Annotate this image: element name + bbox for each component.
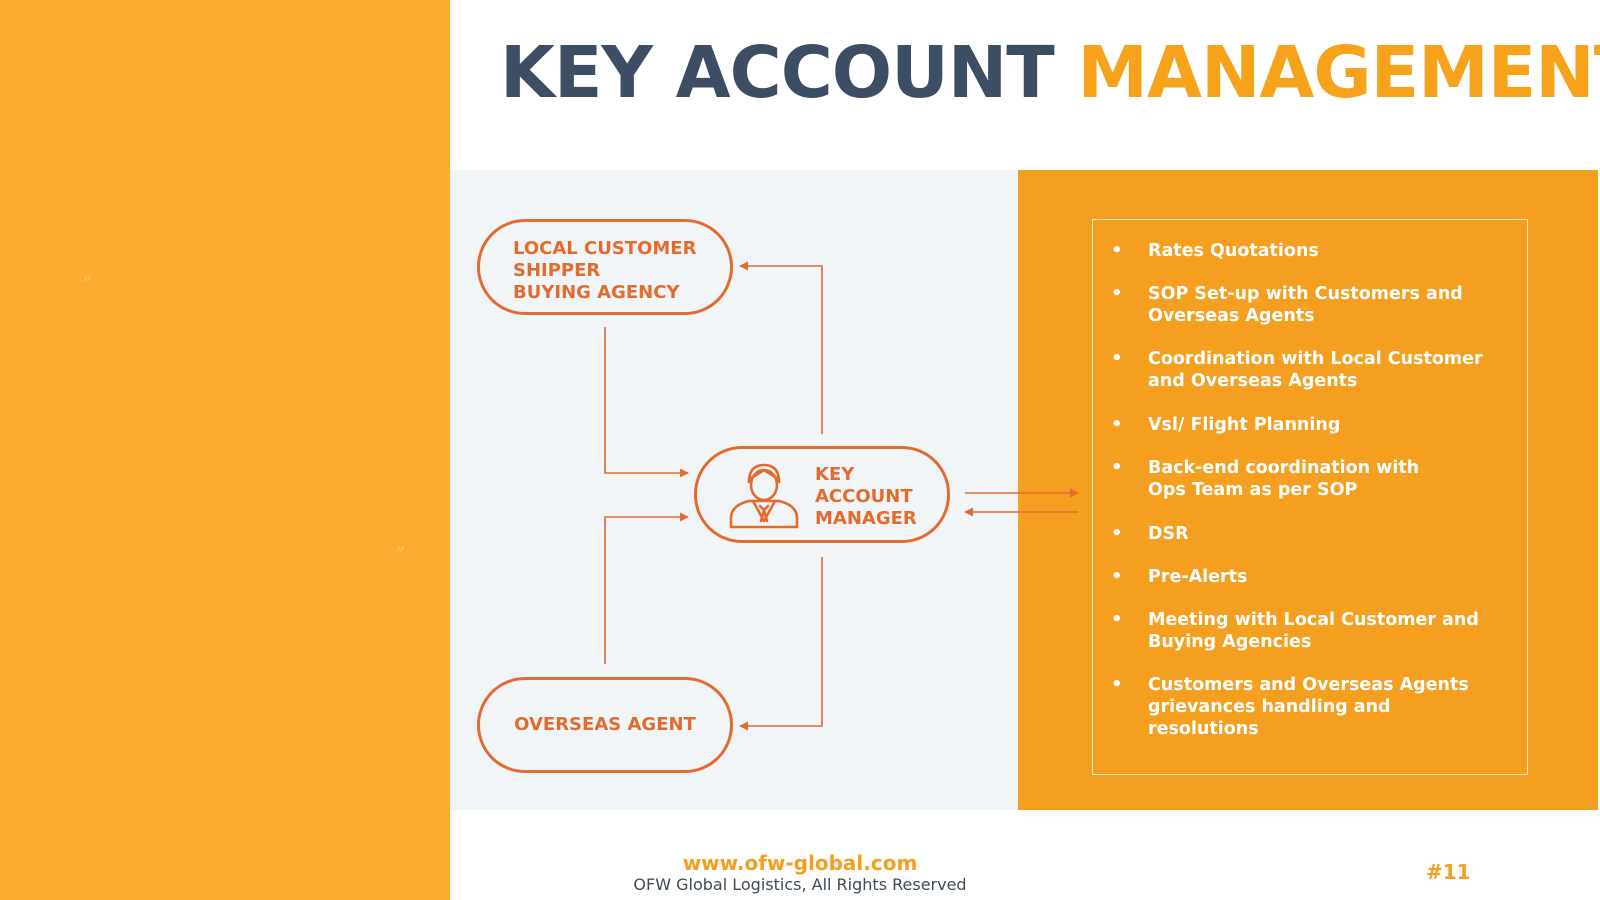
duty-coordination: Coordination with Local Customer and Ove… [1111, 348, 1518, 392]
kam-label-line-2: ACCOUNT [815, 486, 913, 507]
local-customer-line-3: BUYING AGENCY [513, 282, 680, 303]
kam-label-line-3: MANAGER [815, 508, 917, 529]
duty-sop-setup: SOP Set-up with Customers and Overseas A… [1111, 283, 1518, 327]
manager-person-icon [729, 463, 799, 529]
duty-pre-alerts: Pre-Alerts [1111, 566, 1518, 588]
duty-rates-quotations: Rates Quotations [1111, 240, 1518, 262]
kam-label-line-1: KEY [815, 464, 855, 485]
duty-meeting: Meeting with Local Customer and Buying A… [1111, 609, 1518, 653]
footer-copyright: OFW Global Logistics, All Rights Reserve… [633, 875, 967, 894]
title-part-key-account: KEY ACCOUNT [500, 31, 1055, 114]
page-number: #11 [1426, 860, 1471, 884]
duty-grievances: Customers and Overseas Agents grievances… [1111, 674, 1518, 740]
local-customer-node: LOCAL CUSTOMER SHIPPER BUYING AGENCY [477, 219, 733, 315]
duty-backend-coordination: Back-end coordination with Ops Team as p… [1111, 457, 1518, 501]
page-title: KEY ACCOUNT MANAGEMENT [500, 28, 1600, 118]
open-quote-mark: ” [82, 272, 93, 296]
title-part-management: MANAGEMENT [1077, 31, 1600, 114]
duty-dsr: DSR [1111, 523, 1518, 545]
kam-responsibilities-box: Rates Quotations SOP Set-up with Custome… [1092, 219, 1528, 775]
close-quote-mark: ” [395, 542, 406, 566]
overseas-agent-label: OVERSEAS AGENT [514, 714, 696, 735]
footer-website-link[interactable]: www.ofw-global.com [682, 851, 918, 875]
local-customer-line-1: LOCAL CUSTOMER [513, 238, 697, 259]
key-account-manager-node: KEY ACCOUNT MANAGER [694, 446, 950, 543]
local-customer-line-2: SHIPPER [513, 260, 601, 281]
overseas-agent-node: OVERSEAS AGENT [477, 677, 733, 773]
left-orange-panel: ” ” [0, 0, 450, 900]
duty-flight-planning: Vsl/ Flight Planning [1111, 414, 1518, 436]
